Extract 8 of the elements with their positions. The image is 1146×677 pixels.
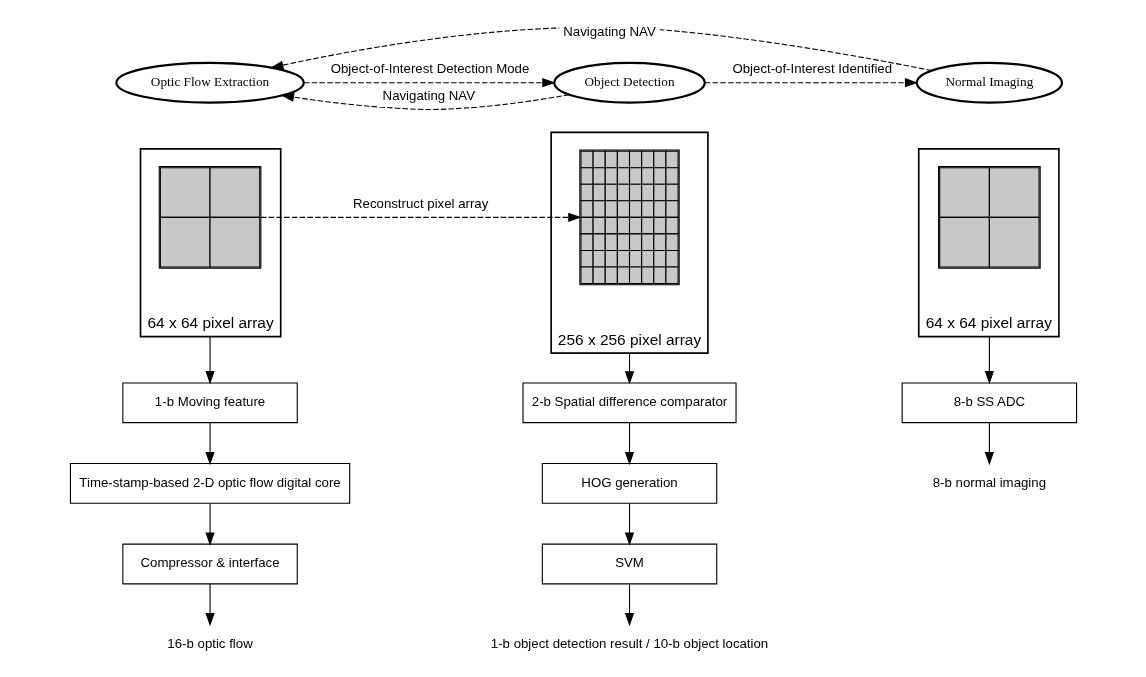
edge-label: Navigating NAV (382, 88, 475, 104)
edge-label: Navigating NAV (562, 24, 656, 40)
edge-label: Object-of-Interest Identified (731, 60, 892, 76)
edge-label: Reconstruct pixel array (352, 195, 488, 211)
node-text: 8-b normal imaging (932, 474, 1046, 490)
node-text: 16-b optic flow (166, 635, 253, 651)
node-text: 1-b object detection result / 10-b object location (490, 635, 768, 651)
edge-label: Object-of-Interest Detection Mode (330, 60, 529, 76)
